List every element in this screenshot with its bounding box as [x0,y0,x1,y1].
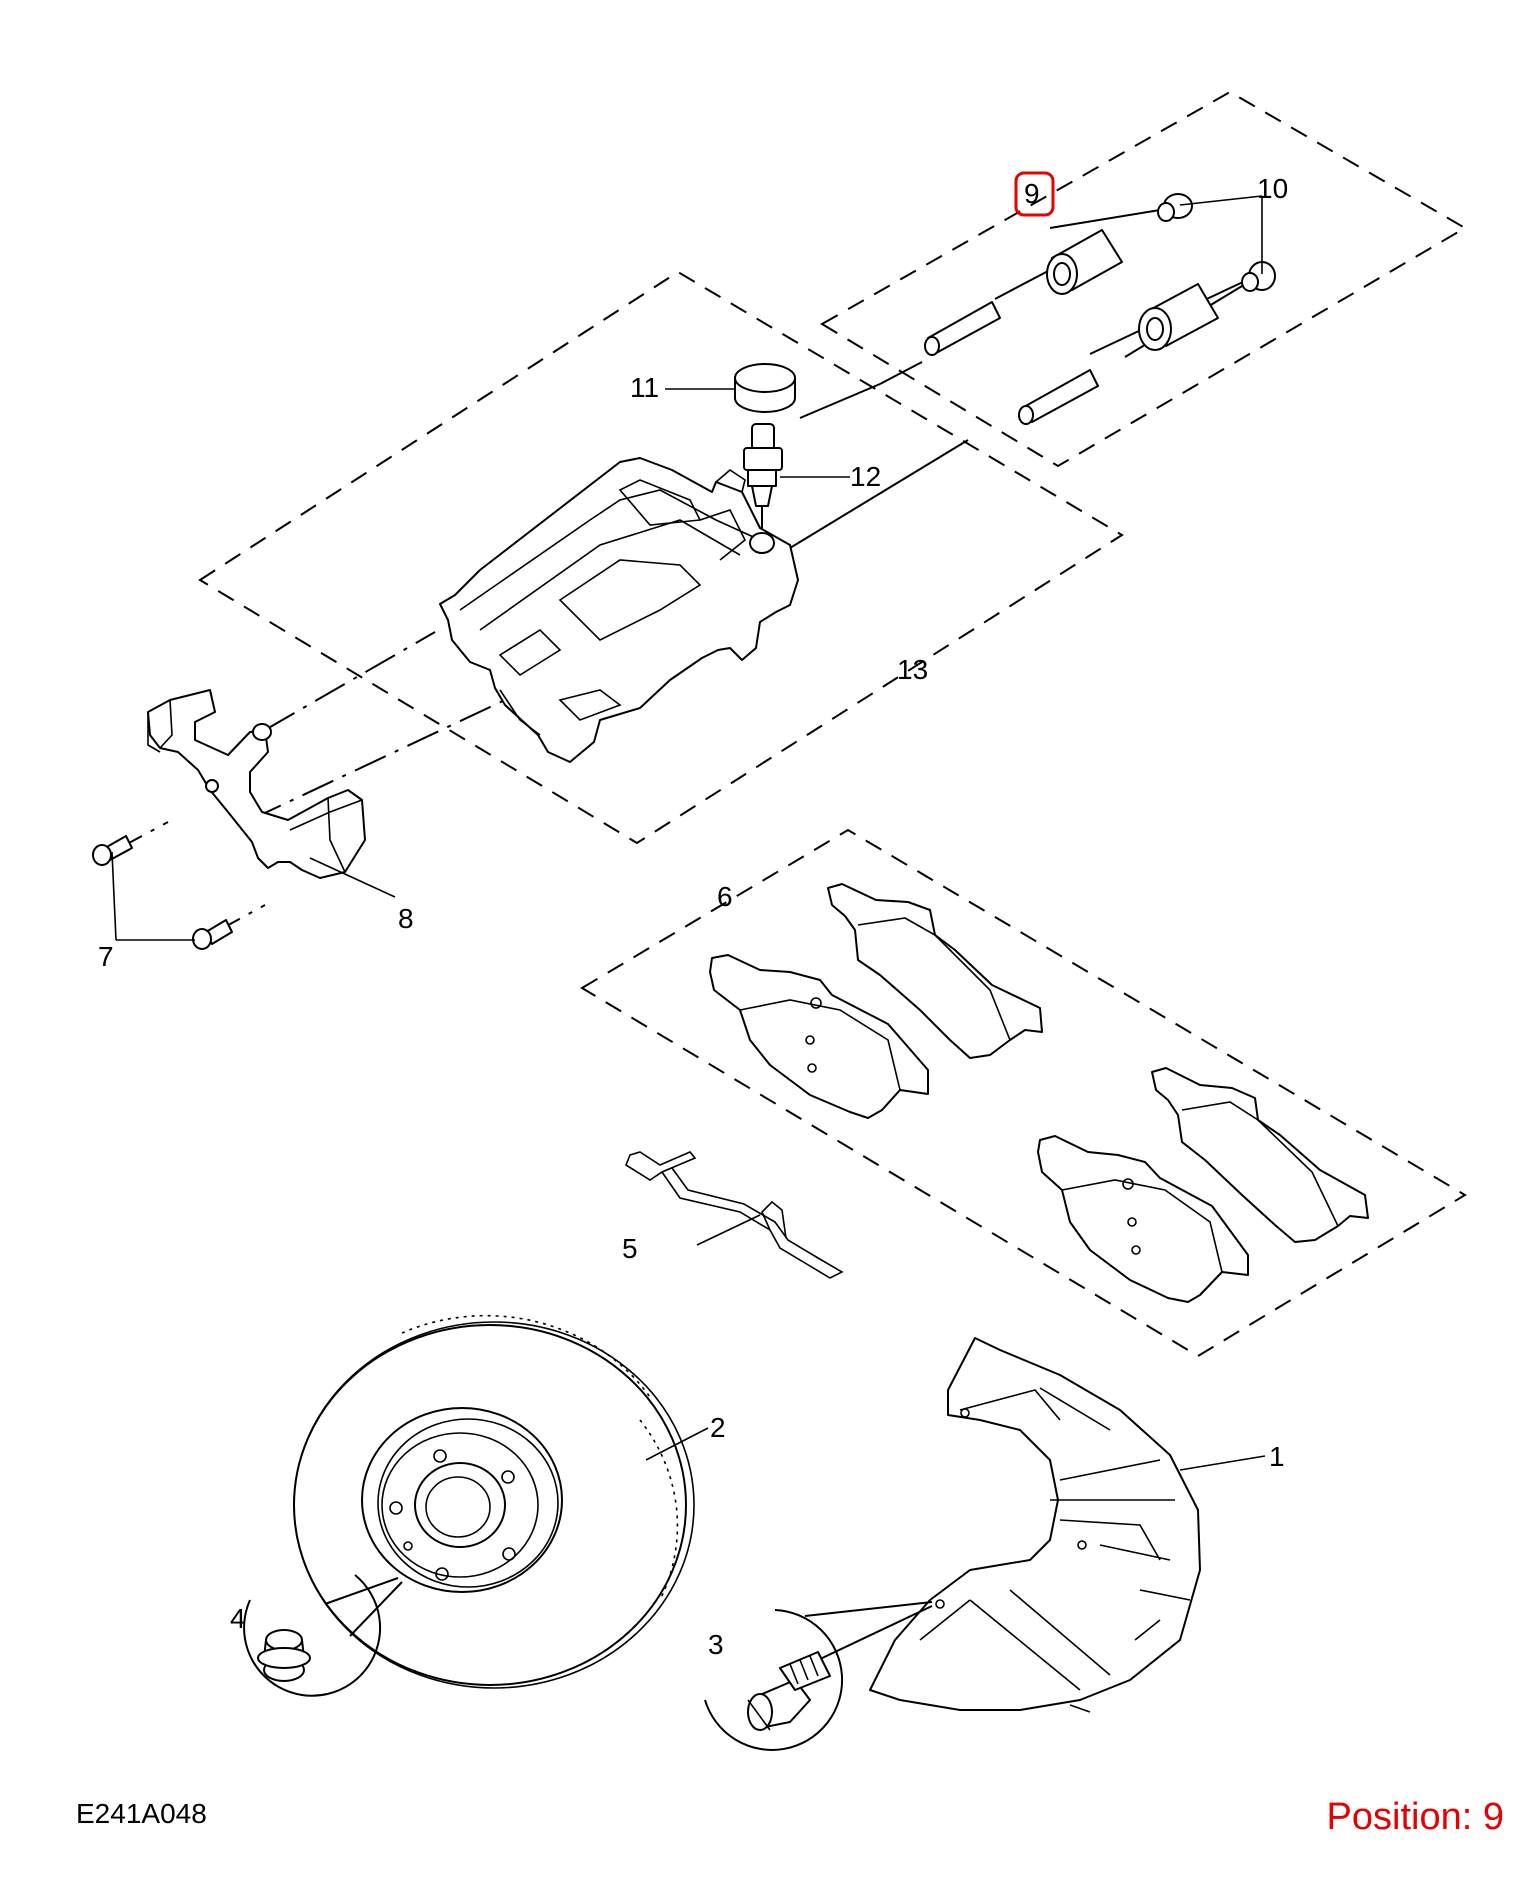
callout-13[interactable]: 13 [897,654,928,685]
callout-1[interactable]: 1 [1269,1441,1285,1472]
leader-lines [111,195,1266,1471]
callout-8[interactable]: 8 [398,903,414,934]
brake-splash-shield[interactable] [869,1337,1201,1713]
callout-7[interactable]: 7 [98,941,114,972]
carrier-bolt-lower[interactable] [192,904,266,950]
caliper-carrier-bracket[interactable] [147,689,366,879]
kit-outline-guide-pins [820,90,1467,468]
drawing-code: E241A048 [76,1798,207,1829]
brake-pad-group [580,828,1467,1358]
callout-11[interactable]: 11 [630,372,659,403]
callout-12[interactable]: 12 [850,461,881,492]
guide-bushing-lower[interactable] [1138,283,1219,351]
brake-caliper-body[interactable] [439,457,799,763]
guide-pin-lower[interactable] [1018,369,1099,425]
callout-4[interactable]: 4 [230,1603,246,1634]
callout-3[interactable]: 3 [708,1629,724,1660]
brake-pad-3[interactable] [1037,1135,1249,1303]
brake-pad-2[interactable] [827,883,1043,1059]
disc-retaining-screw-detail[interactable] [243,1574,403,1697]
guide-pin-kit-group [820,90,1467,468]
bleed-screw[interactable] [743,423,783,538]
dust-cap-lower[interactable] [1241,261,1276,292]
guide-pin-upper[interactable] [924,301,1001,356]
brake-pad-4[interactable] [1151,1067,1369,1243]
guide-bushing-upper[interactable] [1046,229,1123,295]
callout-6[interactable]: 6 [717,881,733,912]
callout-2[interactable]: 2 [710,1412,726,1443]
kit-outline-caliper [198,270,1124,845]
position-indicator: Position: 9 [1327,1796,1504,1838]
callout-10[interactable]: 10 [1257,173,1288,204]
callout-9[interactable]: 9 [1024,178,1040,209]
callout-labels: 9 10 11 12 13 6 8 7 5 2 1 4 3 [98,171,1288,1660]
brake-disc[interactable] [293,1314,695,1689]
callout-5[interactable]: 5 [622,1233,638,1264]
pad-retaining-spring[interactable] [625,1151,844,1279]
carrier-bolt-upper[interactable] [92,821,169,866]
brake-pad-1[interactable] [709,954,929,1119]
shield-bolt-detail[interactable] [704,1601,933,1751]
bleed-cap[interactable] [734,363,796,413]
selected-callout-highlight [1014,171,1055,217]
kit-outline-brake-pads [580,828,1467,1358]
caliper-group [198,270,1124,845]
dust-cap-upper[interactable] [1157,193,1193,222]
